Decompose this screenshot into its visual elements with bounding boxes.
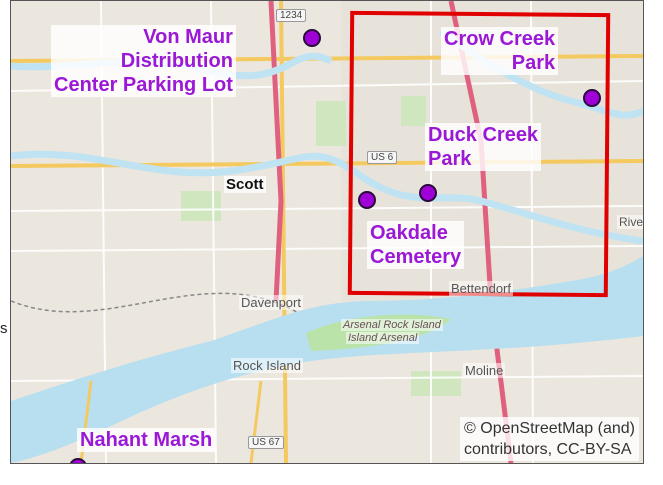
us6-route-shield: US 6	[367, 151, 398, 164]
map-frame[interactable]: US 6 US 67 1234 Scott Davenport Bettendo…	[10, 0, 644, 464]
poi-label-line: Cemetery	[370, 246, 462, 268]
poi-label-line: Center Parking Lot	[54, 74, 233, 96]
us67-route-shield: US 67	[248, 436, 284, 449]
route-1234-shield: 1234	[276, 9, 307, 22]
cropped-text-fragment: s	[0, 320, 8, 337]
poi-label-line: Von Maur	[143, 26, 233, 48]
poi-label-line: Duck Creek	[428, 124, 539, 146]
poi-label-line: Nahant Marsh	[80, 429, 213, 451]
poi-label-von-maur: Von Maur Distribution Center Parking Lot	[51, 25, 236, 97]
place-label-moline: Moline	[463, 363, 506, 378]
attribution-line: contributors, CC-BY-SA	[464, 441, 632, 458]
attribution-line: © OpenStreetMap (and)	[464, 420, 635, 437]
map-attribution: © OpenStreetMap (and) contributors, CC-B…	[460, 417, 639, 461]
marker-von-maur[interactable]	[303, 29, 321, 47]
place-label-davenport: Davenport	[239, 295, 303, 310]
poi-label-oakdale-cemetery: Oakdale Cemetery	[367, 221, 465, 269]
poi-label-nahant-marsh: Nahant Marsh	[77, 428, 216, 452]
marker-duck-creek-park[interactable]	[419, 184, 437, 202]
place-label-arsenal-line2: Island Arsenal	[346, 332, 420, 344]
place-label-arsenal-line1: Arsenal Rock Island	[341, 319, 443, 331]
poi-label-line: Distribution	[120, 50, 233, 72]
poi-label-line: Park	[511, 52, 556, 74]
poi-label-line: Oakdale	[370, 222, 448, 244]
place-label-bettendorf: Bettendorf	[449, 281, 513, 296]
poi-label-duck-creek-park: Duck Creek Park	[425, 123, 542, 171]
place-label-riverside: Riversi	[617, 215, 643, 229]
poi-label-line: Park	[428, 148, 472, 170]
marker-crow-creek-park[interactable]	[583, 89, 601, 107]
poi-label-crow-creek-park: Crow Creek Park	[441, 27, 559, 75]
place-label-rock-island: Rock Island	[231, 358, 303, 373]
poi-label-line: Crow Creek	[444, 28, 556, 50]
city-label-scott: Scott	[224, 176, 266, 193]
marker-oakdale-cemetery[interactable]	[358, 191, 376, 209]
